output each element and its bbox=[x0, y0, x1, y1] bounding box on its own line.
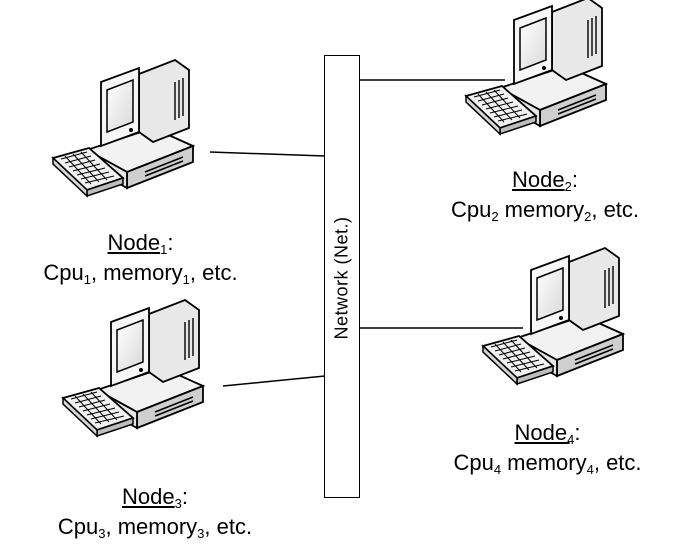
spec-subscript: 4 bbox=[586, 462, 594, 477]
node-label-2: Node2: Cpu2 memory2, etc. bbox=[410, 165, 674, 225]
network-label: Network (Net.) bbox=[331, 216, 352, 340]
spec-text: , etc. bbox=[204, 514, 253, 539]
spec-text: memory bbox=[501, 450, 587, 475]
spec-subscript: 3 bbox=[98, 526, 106, 541]
computer-icon bbox=[52, 59, 194, 197]
computer-icon bbox=[465, 0, 607, 135]
computer-icon bbox=[482, 247, 624, 385]
node-label-4: Node4: Cpu4 memory4, etc. bbox=[425, 418, 670, 478]
node-title: Node3 bbox=[122, 484, 182, 511]
spec-subscript: 3 bbox=[197, 526, 205, 541]
spec-text: , memory bbox=[105, 514, 198, 539]
node-title: Node4 bbox=[514, 420, 575, 447]
spec-subscript: 2 bbox=[584, 209, 592, 224]
link-node1 bbox=[209, 151, 326, 157]
spec-text: , etc. bbox=[189, 260, 238, 285]
computer-icon bbox=[62, 299, 204, 437]
node-spec: Cpu4 memory4, etc. bbox=[425, 448, 670, 478]
spec-text: Cpu bbox=[57, 514, 99, 539]
spec-text: Cpu bbox=[453, 450, 494, 475]
node-spec: Cpu3, memory3, etc. bbox=[5, 512, 305, 542]
link-node3 bbox=[222, 375, 326, 387]
node-spec: Cpu1, memory1, etc. bbox=[8, 258, 273, 288]
node-title: Node1 bbox=[107, 230, 168, 257]
spec-text: , etc. bbox=[591, 197, 640, 222]
spec-subscript: 1 bbox=[182, 272, 190, 287]
node-title: Node2 bbox=[512, 167, 572, 194]
spec-text: Cpu bbox=[43, 260, 84, 285]
spec-subscript: 1 bbox=[83, 272, 91, 287]
node-label-3: Node3: Cpu3, memory3, etc. bbox=[5, 482, 305, 542]
spec-text: , memory bbox=[90, 260, 183, 285]
spec-text: memory bbox=[498, 197, 585, 222]
spec-text: , etc. bbox=[593, 450, 642, 475]
spec-text: Cpu bbox=[450, 197, 492, 222]
node-label-1: Node1: Cpu1, memory1, etc. bbox=[8, 228, 273, 288]
spec-subscript: 2 bbox=[491, 209, 499, 224]
node-spec: Cpu2 memory2, etc. bbox=[410, 195, 674, 225]
network-bus bbox=[324, 55, 360, 498]
spec-subscript: 4 bbox=[493, 462, 502, 477]
